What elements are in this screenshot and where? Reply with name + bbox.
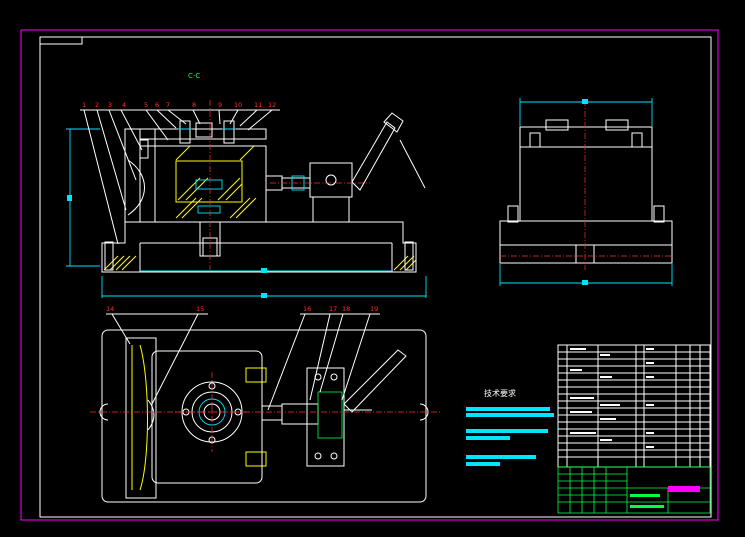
plan-actuator-block	[306, 367, 345, 467]
tech-req-line-1	[466, 407, 550, 411]
callout-10: 10	[234, 101, 242, 109]
plan-view: 14 15 16 17 18 19	[90, 305, 440, 503]
callout-17: 17	[329, 305, 337, 313]
plan-handle-lever	[343, 349, 407, 413]
callout-14: 14	[106, 305, 114, 313]
callout-2: 2	[95, 101, 99, 109]
callout-3: 3	[108, 101, 112, 109]
tech-req-line-3	[466, 429, 548, 433]
front-leader-lines	[80, 109, 280, 245]
parts-list-table	[557, 344, 711, 468]
title-block	[557, 466, 711, 514]
front-callouts: 1 2 3 4 5 6 7 8 9 10 11 12	[82, 101, 276, 109]
callout-7: 7	[166, 101, 170, 109]
workpiece	[175, 160, 243, 203]
pin-dimension-tag	[197, 205, 221, 214]
drawing-number-box	[39, 36, 83, 45]
drawing-title-highlight	[668, 486, 700, 492]
top-clamp-bar	[139, 128, 267, 140]
workpiece-dimension-tag	[195, 179, 223, 190]
inner-drawing-frame	[39, 36, 712, 518]
tech-req-line-5	[466, 455, 536, 459]
callout-19: 19	[370, 305, 378, 313]
plan-base-plate	[101, 329, 427, 503]
callout-5: 5	[144, 101, 148, 109]
tech-req-line-2	[466, 413, 554, 417]
callout-8: 8	[192, 101, 196, 109]
base-plate	[101, 221, 417, 273]
technical-requirements: 技术要求	[466, 388, 554, 466]
callout-18: 18	[342, 305, 350, 313]
plan-leader-lines	[106, 313, 380, 411]
tech-req-line-6	[466, 462, 500, 466]
plan-callouts: 14 15 16 17 18 19	[106, 305, 378, 313]
section-label: C-C	[188, 72, 200, 80]
outer-sheet-border	[20, 29, 719, 521]
callout-6: 6	[155, 101, 159, 109]
callout-1: 1	[82, 101, 86, 109]
callout-11: 11	[254, 101, 262, 109]
callout-9: 9	[218, 101, 222, 109]
callout-15: 15	[196, 305, 204, 313]
front-section-view: C-C	[66, 72, 427, 298]
tech-req-heading: 技术要求	[484, 388, 516, 398]
plan-left-column	[125, 337, 157, 499]
tech-req-line-4	[466, 436, 510, 440]
callout-4: 4	[122, 101, 126, 109]
handle-lever	[351, 121, 396, 191]
side-view	[499, 98, 673, 286]
callout-12: 12	[268, 101, 276, 109]
callout-16: 16	[303, 305, 311, 313]
